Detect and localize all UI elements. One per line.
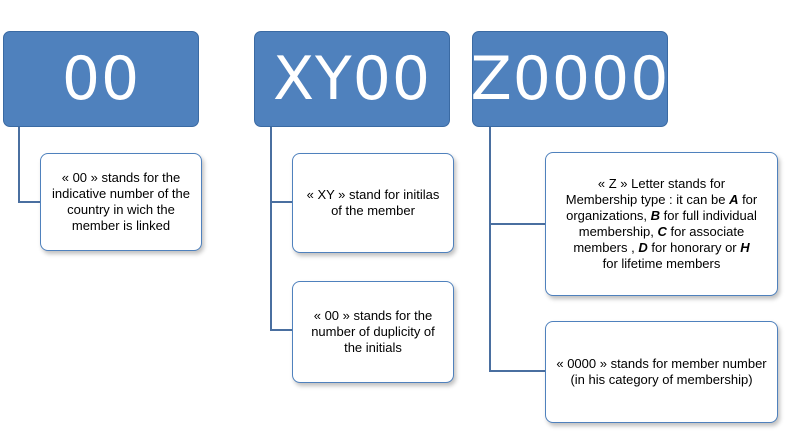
country-code-header: 00 [3,31,199,127]
type-line-3: organizations, B for full individual [566,208,758,224]
duplicity-note-text: « 00 » stands for the number of duplicit… [311,308,435,355]
initials-note-text: « XY » stand for initilas of the member [306,187,440,218]
type-line-4-end: for associate [666,224,745,239]
duplicity-note: « 00 » stands for the number of duplicit… [292,281,454,383]
connector-duplicity [270,202,292,331]
type-line-6: for lifetime members [602,256,721,271]
type-line-5-text: members , [573,240,635,255]
type-line-4-text: membership, [578,224,654,239]
connector-type [489,127,545,225]
country-note: « 00 » stands for the indicative number … [40,153,202,251]
type-line-3-end: for full individual [660,208,757,223]
country-note-text: « 00 » stands for the indicative number … [51,170,191,233]
type-line-3-text: organizations, [566,208,648,223]
type-line-2-text: Membership type : it can be [565,192,726,207]
connector-initials [270,127,292,203]
connector-number [489,224,545,372]
type-h-letter: H [740,240,750,255]
initials-code-header: XY00 [254,31,450,127]
initials-note: « XY » stand for initilas of the member [292,153,454,253]
type-a-letter: A [729,192,739,207]
type-line-2: Membership type : it can be A for [566,192,758,208]
type-line-5-end: for honorary or [647,240,737,255]
type-line-2-end: for [738,192,758,207]
member-number-note: « 0000 » stands for member number (in hi… [545,321,778,423]
connector-country [18,127,40,203]
type-line-1: « Z » Letter stands for [597,176,726,191]
type-line-4: membership, C for associate [566,224,758,240]
membership-code-header: Z0000 [471,31,668,127]
member-number-note-text: « 0000 » stands for member number (in hi… [556,356,767,387]
type-d-letter: D [638,240,648,255]
type-line-5: members , D for honorary or H [566,240,758,256]
type-b-letter: B [650,208,661,223]
membership-type-note: « Z » Letter stands for Membership type … [545,152,778,296]
membership-type-text: « Z » Letter stands for Membership type … [566,176,758,272]
type-c-letter: C [657,224,667,239]
